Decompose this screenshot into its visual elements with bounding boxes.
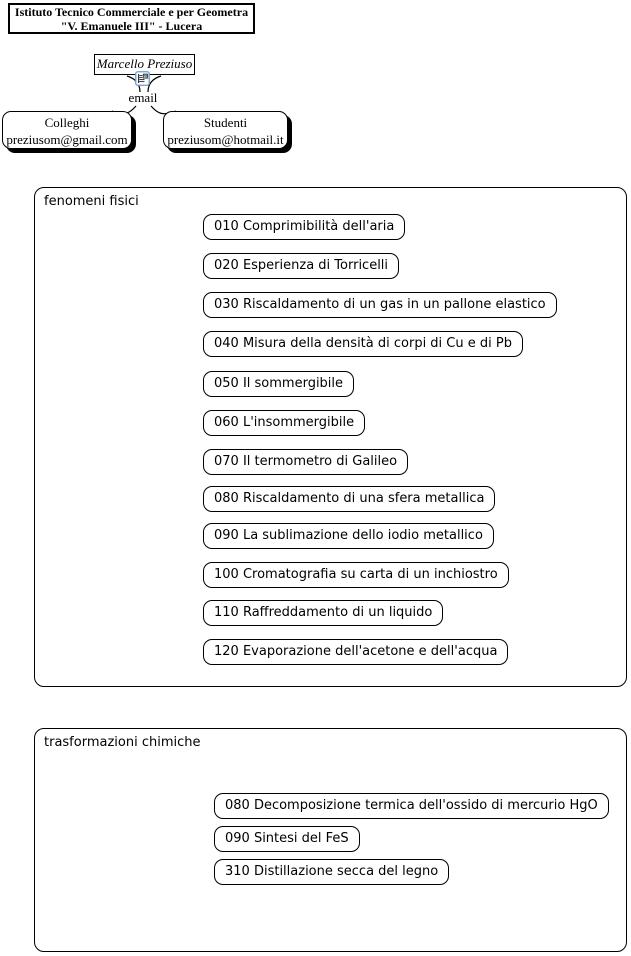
experiment-link[interactable]: 020 Esperienza di Torricelli (203, 253, 400, 279)
contact-email: preziusom@hotmail.it (167, 132, 284, 147)
experiment-link[interactable]: 030 Riscaldamento di un gas in un pallon… (203, 292, 557, 318)
section-fenomeni-fisici: fenomeni fisici 010 Comprimibilità dell'… (34, 187, 627, 687)
link-label-email: email (128, 90, 158, 105)
experiment-link[interactable]: 310 Distillazione secca del legno (214, 859, 450, 885)
experiment-link[interactable]: 040 Misura della densità di corpi di Cu … (203, 331, 523, 357)
contact-node-studenti: Studenti preziusom@hotmail.it (163, 111, 288, 149)
section-label: fenomeni fisici (44, 194, 139, 209)
contact-node-colleghi: Colleghi preziusom@gmail.com (2, 111, 132, 149)
experiment-link[interactable]: 050 Il sommergibile (203, 371, 355, 397)
section-label: trasformazioni chimiche (44, 735, 201, 750)
experiment-link[interactable]: 010 Comprimibilità dell'aria (203, 214, 406, 240)
institute-header: Istituto Tecnico Commerciale e per Geome… (8, 3, 255, 34)
contact-group: Colleghi (44, 115, 90, 130)
institute-name-line2: "V. Emanuele III" - Lucera (60, 18, 203, 33)
section-trasformazioni-chimiche: trasformazioni chimiche 080 Decomposizio… (34, 728, 627, 952)
contact-email: preziusom@gmail.com (6, 132, 128, 147)
experiment-link[interactable]: 080 Riscaldamento di una sfera metallica (203, 486, 496, 512)
experiment-link[interactable]: 110 Raffreddamento di un liquido (203, 600, 444, 626)
institute-name-line1: Istituto Tecnico Commerciale e per Geome… (14, 5, 249, 19)
experiment-link[interactable]: 060 L'insommergibile (203, 410, 366, 436)
experiment-link[interactable]: 080 Decomposizione termica dell'ossido d… (214, 793, 609, 819)
contact-group: Studenti (203, 115, 248, 130)
experiment-link[interactable]: 100 Cromatografia su carta di un inchios… (203, 562, 509, 588)
experiment-link[interactable]: 090 Sintesi del FeS (214, 826, 360, 852)
experiment-link[interactable]: 090 La sublimazione dello iodio metallic… (203, 523, 494, 549)
email-attachment-icon[interactable] (135, 71, 150, 86)
experiment-link[interactable]: 120 Evaporazione dell'acetone e dell'acq… (203, 639, 509, 665)
experiment-link[interactable]: 070 Il termometro di Galileo (203, 449, 409, 475)
